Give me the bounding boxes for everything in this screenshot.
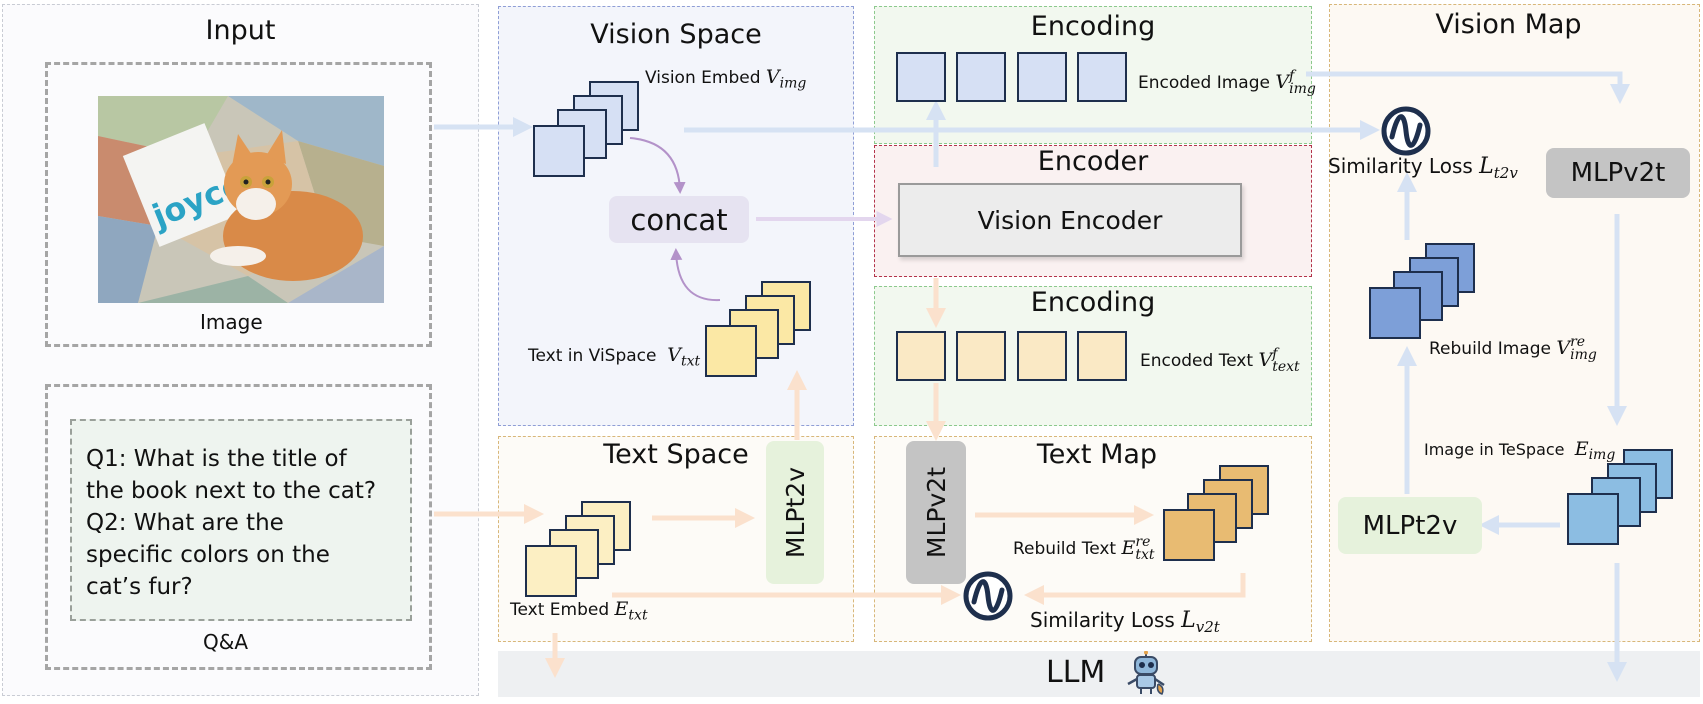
image-in-tespace-label: Image in TeSpace Eimg <box>1424 438 1616 464</box>
text-embed-label: Text Embed Etxt <box>510 598 648 624</box>
vision-embed-stack <box>533 81 639 177</box>
image-caption: Image <box>200 310 263 334</box>
similarity-loss-icon <box>1381 106 1431 156</box>
encoded-text-block <box>956 331 1006 381</box>
encoded-image-block <box>896 52 946 102</box>
rebuild-text-stack <box>1163 465 1269 561</box>
similarity-loss-v2t-label: Similarity Loss Lv2t <box>1030 608 1220 636</box>
similarity-loss-t2v-label: Similarity Loss Lt2v <box>1328 154 1518 182</box>
encoded-image-block <box>956 52 1006 102</box>
llm-bar: LLM <box>498 651 1700 697</box>
qa-line: Q1: What is the title of <box>86 446 347 472</box>
qa-box: Q1: What is the title of the book next t… <box>70 419 412 621</box>
image-frame <box>45 62 432 347</box>
vision-map-title: Vision Map <box>1435 9 1582 40</box>
llm-label: LLM <box>1046 655 1106 690</box>
qa-line: Q2: What are the <box>86 510 284 536</box>
rebuild-image-stack <box>1369 243 1475 339</box>
qa-frame <box>45 384 432 670</box>
vision-embed-label: Vision Embed Vimg <box>645 66 807 92</box>
concat-block: concat <box>609 196 749 243</box>
text-space-title: Text Space <box>603 439 749 470</box>
arrow-encoded-image-to-mlp <box>1306 71 1630 104</box>
encoder-title: Encoder <box>1037 146 1149 177</box>
vision-space-title: Vision Space <box>590 19 762 50</box>
qa-line: the book next to the cat? <box>86 478 377 504</box>
mlp-v2t-block: MLPv2t <box>906 441 966 584</box>
image-in-tespace-stack <box>1567 449 1673 545</box>
encoding-top-title: Encoding <box>1030 11 1156 42</box>
encoded-image-block <box>1077 52 1127 102</box>
robot-icon <box>1127 651 1165 695</box>
input-title: Input <box>205 15 276 46</box>
encoded-text-block <box>1077 331 1127 381</box>
mlp-t2v-block: MLPt2v <box>766 441 824 584</box>
vision-encoder-block: Vision Encoder <box>898 183 1242 257</box>
qa-line: cat’s fur? <box>86 574 193 600</box>
encoded-text-block <box>896 331 946 381</box>
encoded-image-block <box>1017 52 1067 102</box>
text-vispace-label: Text in ViSpace Vtxt <box>528 344 701 370</box>
qa-caption: Q&A <box>203 630 249 654</box>
mlp-t2v-block-vision-map: MLPt2v <box>1338 497 1482 554</box>
text-flow-arrows <box>434 278 1246 678</box>
arrow-rebuild-to-loss <box>1024 573 1246 605</box>
cat-image: joyce <box>98 96 384 303</box>
vision-flow-arrows <box>434 71 1630 682</box>
arrow-text-to-concat <box>670 248 721 302</box>
arrow-vision-to-concat <box>629 137 686 194</box>
text-vispace-stack <box>705 281 811 377</box>
similarity-loss-icon <box>963 571 1013 621</box>
qa-line: specific colors on the <box>86 542 330 568</box>
text-embed-stack <box>525 501 631 597</box>
text-map-title: Text Map <box>1036 439 1158 470</box>
encoding-bottom-title: Encoding <box>1030 287 1156 318</box>
mlp-v2t-block-vision-map: MLPv2t <box>1546 148 1690 198</box>
encoded-text-block <box>1017 331 1067 381</box>
